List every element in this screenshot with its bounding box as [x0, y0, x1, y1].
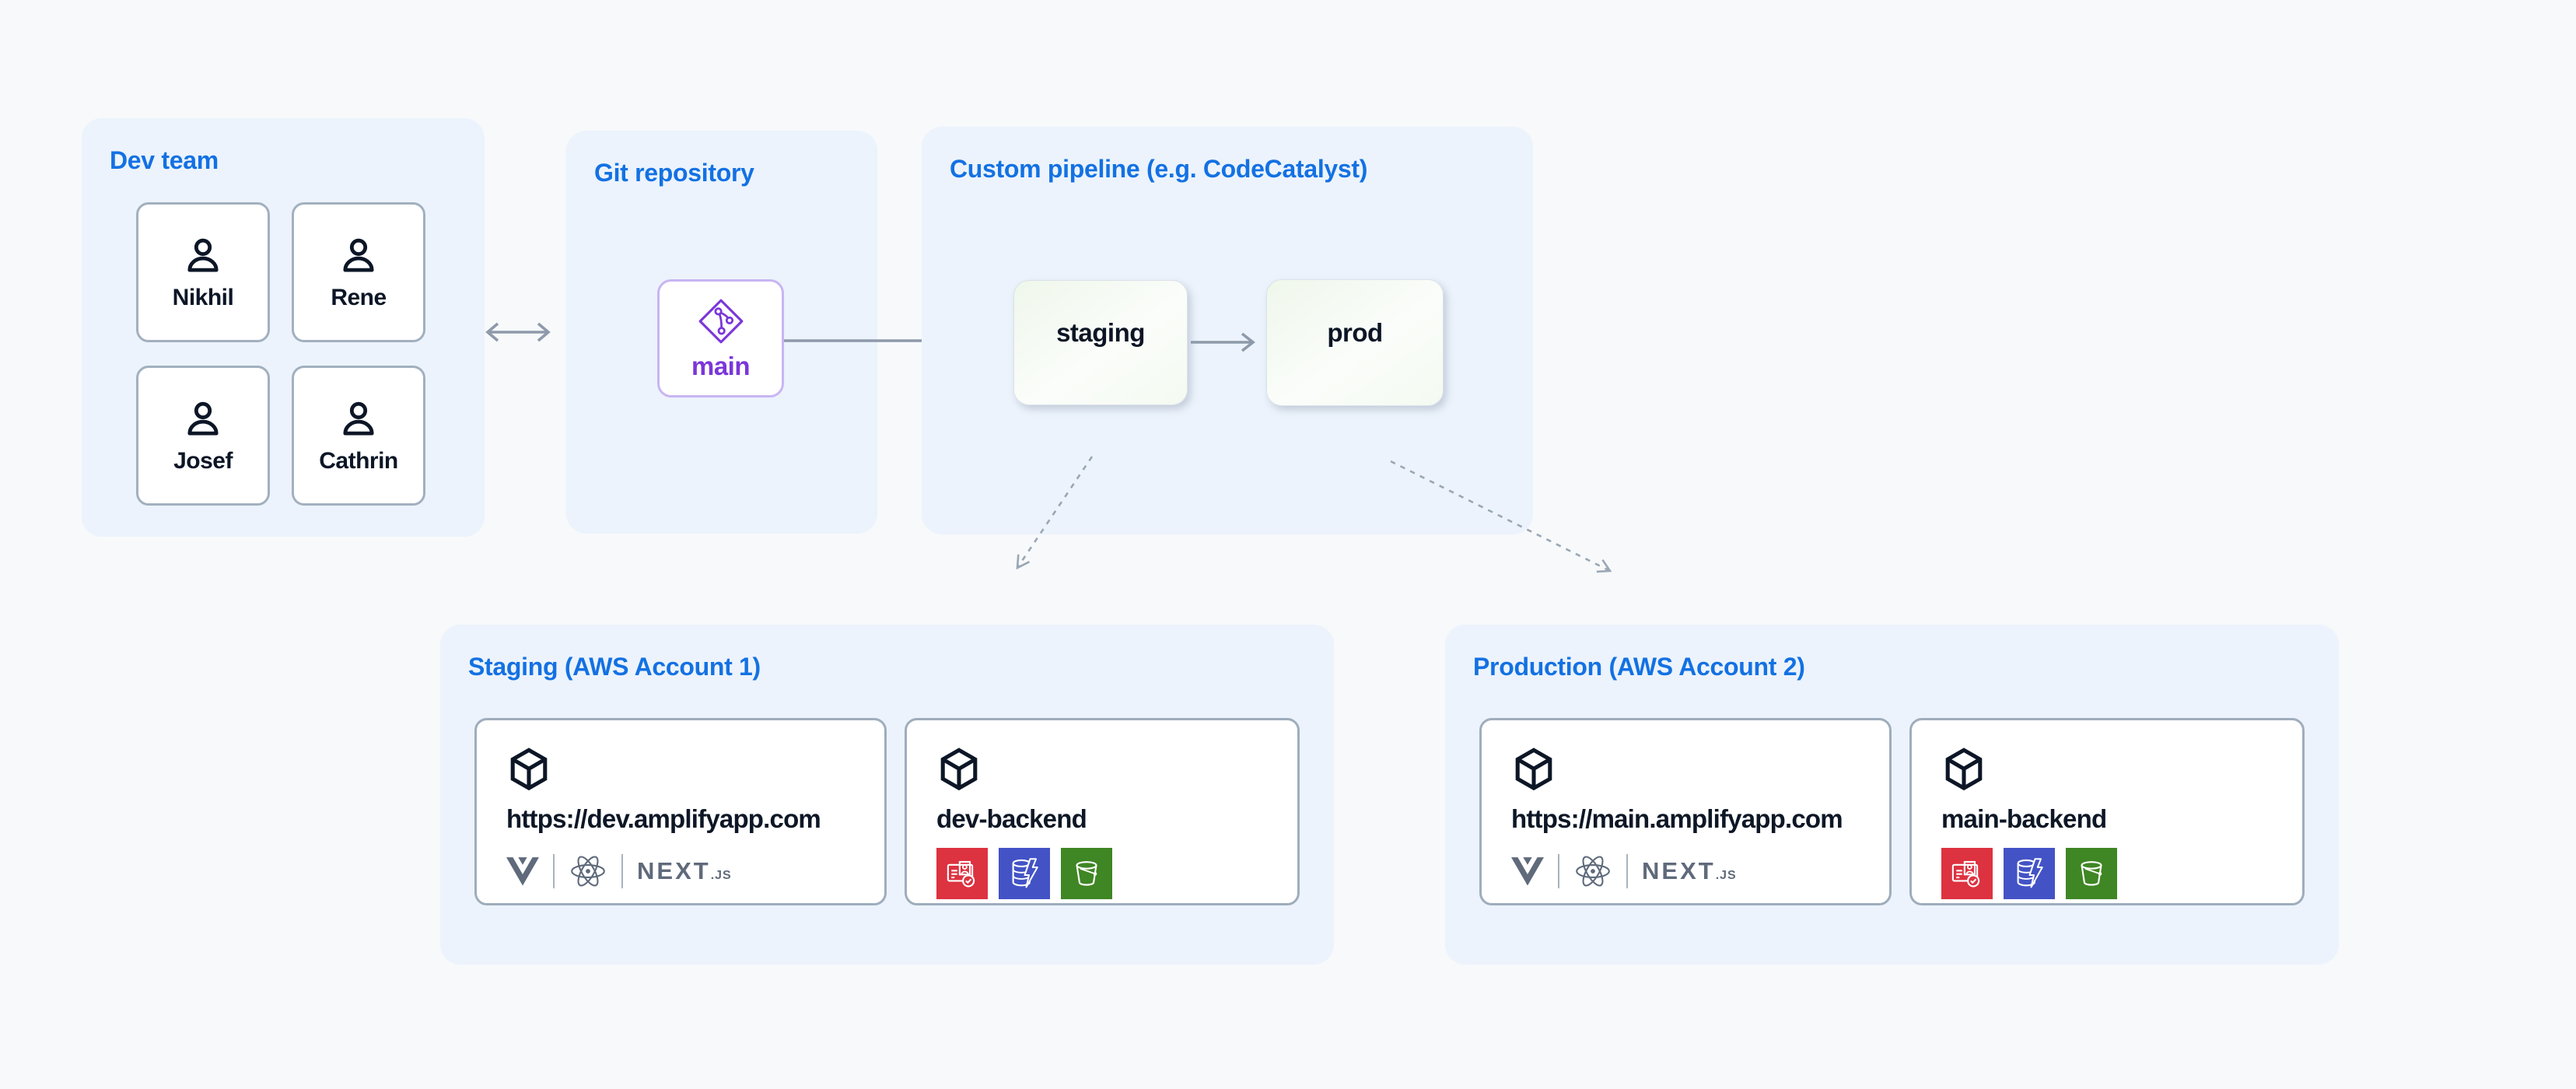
pipeline-stage-prod: prod — [1266, 279, 1444, 406]
divider — [1558, 854, 1559, 888]
nextjs-wordmark: NEXT.JS — [637, 857, 732, 885]
cognito-icon — [1941, 848, 1993, 899]
dynamodb-icon — [999, 848, 1050, 899]
backend-name: main-backend — [1941, 804, 2107, 833]
react-icon — [569, 852, 607, 891]
vue-icon — [506, 857, 539, 886]
member-name: Nikhil — [172, 285, 234, 310]
nextjs-text: NEXT — [1642, 857, 1716, 884]
bidirectional-arrow — [485, 322, 551, 342]
frontend-url: https://dev.amplifyapp.com — [506, 804, 821, 833]
s3-icon — [2066, 848, 2117, 899]
panel-git-repository: Git repository main — [566, 131, 877, 534]
panel-title-production-account: Production (AWS Account 2) — [1473, 653, 1805, 681]
nextjs-text: NEXT — [637, 857, 711, 884]
pipeline-stage-staging: staging — [1013, 280, 1188, 405]
nextjs-suffix: .JS — [710, 869, 732, 882]
panel-title-git-repository: Git repository — [594, 159, 754, 187]
panel-production-account: Production (AWS Account 2) https://main.… — [1445, 625, 2339, 965]
member-name: Rene — [331, 285, 387, 310]
dashed-arrow-to-staging-account — [1016, 456, 1094, 570]
member-name: Cathrin — [319, 448, 398, 474]
person-icon — [180, 233, 226, 278]
cube-icon — [936, 747, 982, 792]
person-icon — [336, 233, 381, 278]
person-icon — [336, 397, 381, 442]
panel-title-pipeline: Custom pipeline (e.g. CodeCatalyst) — [950, 155, 1368, 183]
dynamodb-icon — [2004, 848, 2055, 899]
frontend-card-staging: https://dev.amplifyapp.com NEXT.JS — [474, 718, 887, 905]
vue-icon — [1511, 857, 1544, 886]
branch-label: main — [691, 352, 751, 380]
framework-logos: NEXT.JS — [506, 851, 732, 891]
aws-service-icons — [1941, 848, 2117, 899]
frontend-url: https://main.amplifyapp.com — [1511, 804, 1843, 833]
panel-title-dev-team: Dev team — [110, 146, 219, 174]
git-branch-icon — [695, 296, 747, 347]
divider — [1626, 854, 1628, 888]
panel-dev-team: Dev team Nikhil Rene Josef Cathrin — [82, 118, 485, 537]
member-card: Josef — [136, 366, 270, 506]
member-card: Rene — [292, 202, 425, 342]
frontend-card-production: https://main.amplifyapp.com NEXT.JS — [1479, 718, 1892, 905]
nextjs-suffix: .JS — [1715, 869, 1737, 882]
nextjs-wordmark: NEXT.JS — [1642, 857, 1737, 885]
stage-label: prod — [1327, 317, 1383, 347]
divider — [553, 854, 555, 888]
cube-icon — [506, 747, 551, 792]
stage-label: staging — [1056, 317, 1145, 347]
member-card: Cathrin — [292, 366, 425, 506]
cube-icon — [1511, 747, 1556, 792]
main-branch-card: main — [657, 279, 784, 397]
dashed-arrow-to-production-account — [1390, 460, 1612, 573]
member-name: Josef — [173, 448, 233, 474]
member-card: Nikhil — [136, 202, 270, 342]
panel-title-staging-account: Staging (AWS Account 1) — [468, 653, 761, 681]
divider — [621, 854, 623, 888]
panel-staging-account: Staging (AWS Account 1) https://dev.ampl… — [440, 625, 1334, 965]
backend-card-production: main-backend — [1909, 718, 2305, 905]
person-icon — [180, 397, 226, 442]
panel-pipeline: Custom pipeline (e.g. CodeCatalyst) stag… — [922, 127, 1533, 534]
backend-name: dev-backend — [936, 804, 1087, 833]
react-icon — [1573, 852, 1612, 891]
arrow-staging-to-prod — [1191, 332, 1255, 352]
aws-service-icons — [936, 848, 1112, 899]
backend-card-staging: dev-backend — [905, 718, 1300, 905]
cube-icon — [1941, 747, 1986, 792]
framework-logos: NEXT.JS — [1511, 851, 1737, 891]
cognito-icon — [936, 848, 988, 899]
s3-icon — [1061, 848, 1112, 899]
